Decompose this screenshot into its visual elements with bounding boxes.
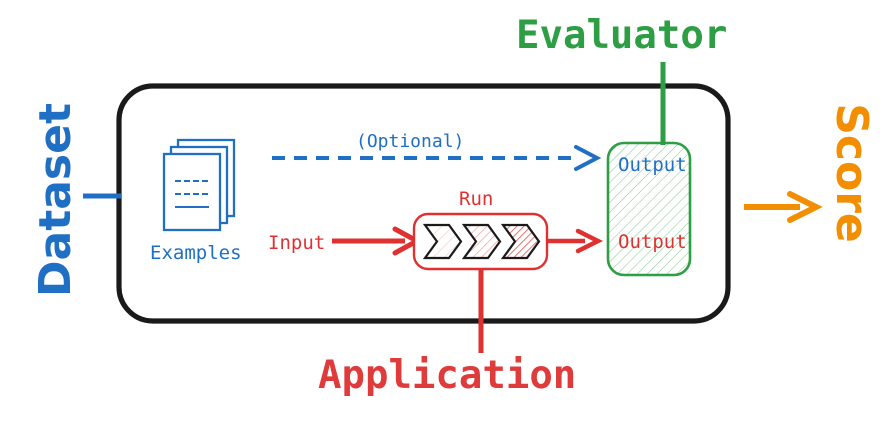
examples-icon	[162, 138, 236, 232]
expected-output-label: Output	[618, 154, 687, 176]
evaluator-output-box	[606, 141, 692, 277]
input-arrow	[332, 226, 423, 256]
experiment-container	[116, 83, 731, 324]
examples-label: Examples	[150, 242, 242, 264]
application-title: Application	[318, 353, 577, 398]
run-label: Run	[459, 188, 494, 210]
score-arrow	[744, 191, 823, 223]
evaluator-title: Evaluator	[516, 13, 728, 58]
score-title: Score	[826, 103, 877, 243]
run-to-output-arrow	[548, 228, 604, 254]
dataset-title: Dataset	[30, 103, 81, 298]
optional-label: (Optional)	[356, 131, 465, 152]
optional-dashed-arrow	[272, 145, 602, 171]
run-box	[412, 212, 549, 271]
input-label: Input	[268, 232, 326, 254]
actual-output-label: Output	[618, 231, 687, 253]
